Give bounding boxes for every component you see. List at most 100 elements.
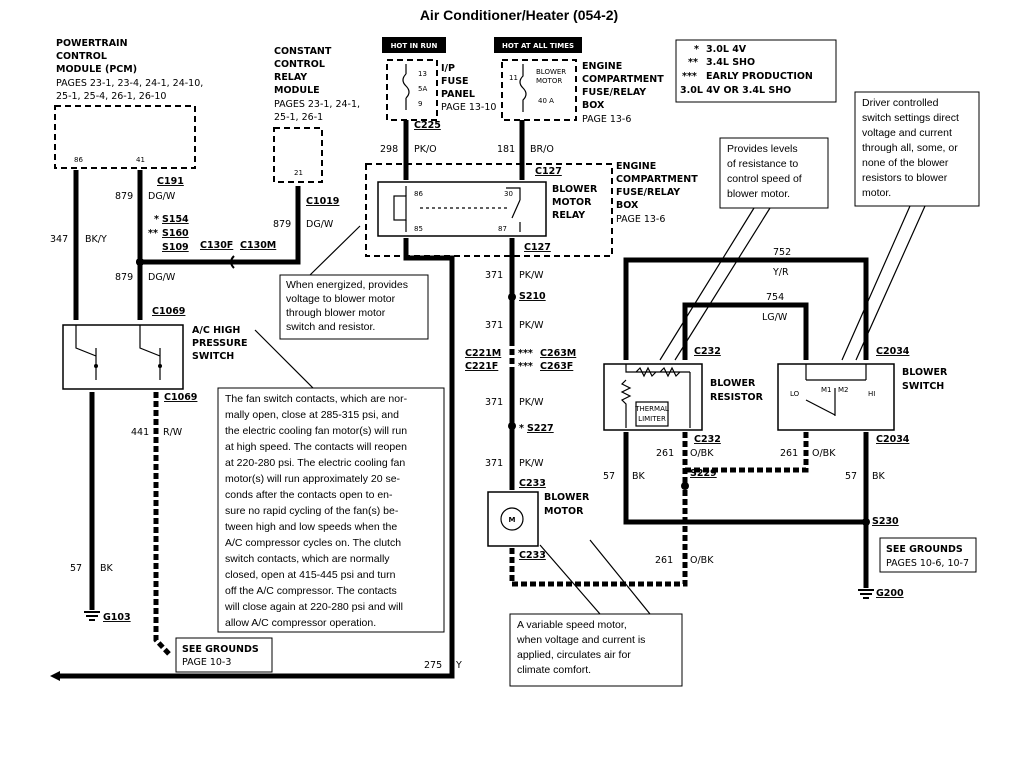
- note-driver-line: none of the blower: [862, 157, 949, 169]
- wire-371c-color: PK/W: [519, 397, 544, 408]
- note-fan-switch: The fan switch contacts, which are nor- …: [217, 387, 445, 633]
- splice-s210-dot: [508, 293, 516, 301]
- blower-switch-label-2: SWITCH: [902, 381, 944, 392]
- switch-m1: M1: [821, 386, 832, 394]
- legend-line-3: EARLY PRODUCTION: [706, 71, 813, 82]
- note-fan-line: switch contacts, which are normally: [225, 553, 390, 565]
- note-resistance-box: [719, 137, 829, 209]
- ecfrb-mid-box: [365, 163, 613, 257]
- wire-57c-num: 57: [845, 471, 857, 482]
- connector-c2034-top: C2034: [876, 346, 910, 357]
- connector-c191: C191: [157, 176, 184, 187]
- connector-c130-symbol: [230, 255, 235, 269]
- s227-sym: *: [519, 423, 524, 434]
- blower-resistor-label-1: BLOWER: [710, 378, 756, 389]
- note-driver-box: [854, 91, 980, 207]
- splice-s227-dot: [508, 422, 516, 430]
- ecfrb-top-label-4: BOX: [582, 100, 605, 111]
- wire-57a-num: 57: [70, 563, 82, 574]
- connector-c1069-top: C1069: [152, 306, 185, 317]
- wire-57c-color: BK: [872, 471, 886, 482]
- wire-441: [153, 392, 172, 657]
- ccrm-label-3: RELAY: [274, 72, 307, 83]
- relay-pin-85: 85: [414, 225, 423, 233]
- note-resistance-line: Provides levels: [727, 143, 798, 155]
- note-driver-line: Driver controlled: [862, 97, 939, 109]
- splice-dot: [136, 258, 144, 266]
- note-variable-line: climate comfort.: [517, 664, 591, 676]
- note-fan-line: tween high and low speeds when the: [225, 521, 397, 533]
- switch-contacts: [805, 364, 867, 416]
- ecfrb-mid-label-2: COMPARTMENT: [616, 174, 698, 185]
- relay-pin-87: 87: [498, 225, 507, 233]
- ecfrb-top-label-1: ENGINE: [582, 61, 622, 72]
- relay-coil: [393, 195, 407, 221]
- legend-sym-1: *: [694, 44, 699, 55]
- wire-261a-num: 261: [656, 448, 674, 459]
- note-fan-line: A/C compressor cycles on. The clutch: [225, 537, 401, 549]
- hot-in-run-badge: [382, 37, 446, 53]
- see-grounds-right-head: SEE GROUNDS: [886, 544, 963, 555]
- connector-c263m: C263M: [540, 348, 576, 359]
- see-grounds-left-box: [175, 637, 273, 673]
- splice-s229: S229: [690, 468, 717, 479]
- motor-symbol: M: [509, 516, 516, 524]
- wire-275-num: 275: [424, 660, 442, 671]
- wire-371d-color: PK/W: [519, 458, 544, 469]
- ip-fuse-panel: 13 5A 9 I/P FUSE PANEL PAGE 13-10: [386, 59, 496, 121]
- note-fan-line: closed, open at 415-445 psi and turn: [225, 569, 396, 581]
- ip-fuse-bottom-pin: 9: [418, 100, 422, 108]
- see-grounds-left-page: PAGE 10-3: [182, 657, 231, 668]
- splice-s230: S230: [872, 516, 899, 527]
- legend-line-4: 3.0L 4V OR 3.4L SHO: [680, 85, 791, 96]
- note-fan-line: at 220-280 psi. The electric cooling fan: [225, 457, 405, 469]
- ecfrb-top-box: [501, 59, 577, 121]
- relay-pin-30: 30: [504, 190, 513, 198]
- relay-box: [377, 181, 547, 237]
- ip-fuse-rating: 5A: [418, 85, 427, 93]
- wire-371d-num: 371: [485, 458, 503, 469]
- c263f-sym: ***: [518, 361, 533, 372]
- splice-s210: S210: [519, 291, 546, 302]
- note-fan-line: The fan switch contacts, which are nor-: [225, 393, 408, 405]
- note-energized-line: through blower motor: [286, 307, 386, 319]
- see-grounds-left-head: SEE GROUNDS: [182, 644, 259, 655]
- ip-fuse-label-2: FUSE: [441, 76, 469, 87]
- ccrm-module: CONSTANT CONTROL RELAY MODULE PAGES 23-1…: [273, 46, 360, 183]
- legend-box: [675, 39, 837, 103]
- wire-441-color: R/W: [163, 427, 183, 438]
- wire-347-num: 347: [50, 234, 68, 245]
- wire-371c-num: 371: [485, 397, 503, 408]
- ecfrb-top: 11 BLOWER MOTOR 40 A ENGINE COMPARTMENT …: [501, 59, 664, 125]
- ac-switch-label-1: A/C HIGH: [192, 325, 240, 336]
- note-energized-line: switch and resistor.: [286, 321, 375, 333]
- blower-motor-box: [487, 491, 539, 547]
- wire-371a-num: 371: [485, 270, 503, 281]
- wire-57b-color: BK: [632, 471, 646, 482]
- see-grounds-left: SEE GROUNDS PAGE 10-3: [175, 637, 273, 673]
- wire-879a-num: 879: [115, 191, 133, 202]
- wire-879b-num: 879: [115, 272, 133, 283]
- pcm-module: POWERTRAIN CONTROL MODULE (PCM) PAGES 23…: [54, 38, 203, 169]
- blower-switch-label-1: BLOWER: [902, 367, 948, 378]
- note-variable-line: applied, circulates air for: [517, 649, 631, 661]
- wire-752-num: 752: [773, 247, 791, 258]
- motor-icon: [500, 507, 524, 531]
- wire-347-color: BK/Y: [85, 234, 107, 245]
- relay-label-3: RELAY: [552, 210, 585, 221]
- ground-g103: G103: [84, 611, 131, 623]
- ccrm-label-2: CONTROL: [274, 59, 325, 70]
- legend: * 3.0L 4V ** 3.4L SHO *** EARLY PRODUCTI…: [675, 39, 837, 103]
- legend-sym-2: **: [688, 57, 698, 68]
- ecfrb-top-label-2: COMPARTMENT: [582, 74, 664, 85]
- c263m-sym: ***: [518, 348, 533, 359]
- leader-line: [254, 329, 321, 396]
- blower-switch-box: [777, 363, 895, 431]
- pcm-pages-2: 25-1, 25-4, 26-1, 26-10: [56, 91, 166, 102]
- note-resistance-line: control speed of: [727, 173, 802, 185]
- wire-754: [682, 302, 809, 360]
- note-energized: When energized, provides voltage to blow…: [279, 225, 429, 340]
- connector-c221m: C221M: [465, 348, 501, 359]
- splice-s109-label: S109: [162, 242, 189, 253]
- ecfrb-fuse-name-1: BLOWER: [536, 68, 566, 76]
